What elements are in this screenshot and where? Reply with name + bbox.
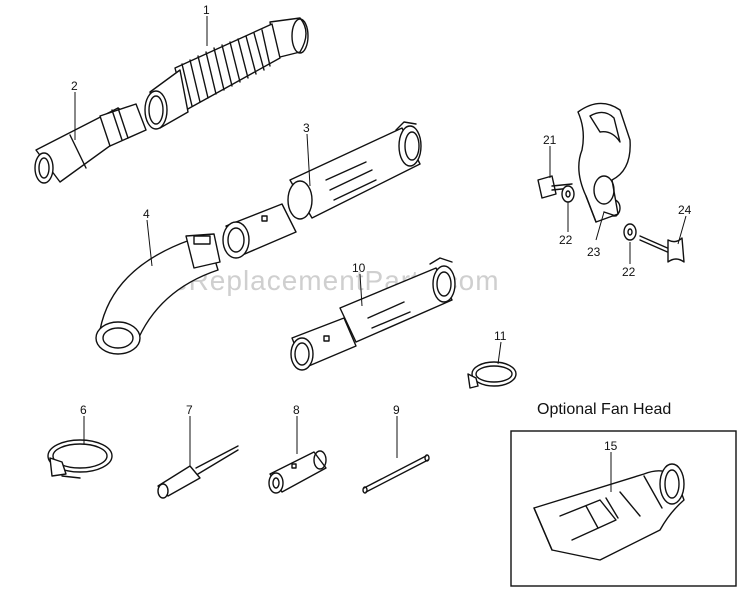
label-part-15: 15 — [604, 439, 618, 453]
part-6-hose-clamp[interactable] — [47, 439, 113, 479]
label-part-23: 23 — [587, 245, 601, 259]
part-3-straight-pipe[interactable] — [287, 121, 422, 220]
optional-fan-head-title: Optional Fan Head — [537, 401, 671, 418]
part-21-wing-bolt[interactable] — [537, 175, 573, 199]
label-part-8: 8 — [293, 403, 300, 417]
part-labels: 1 2 3 4 10 11 21 22 23 22 24 6 7 8 9 15 — [71, 3, 692, 453]
label-part-10: 10 — [352, 261, 366, 275]
part-1-flex-hose[interactable] — [144, 17, 309, 130]
part-24-wing-screw[interactable] — [639, 235, 685, 263]
optional-fan-head-box — [510, 430, 737, 587]
part-7-screwdriver[interactable] — [157, 445, 239, 499]
part-11-hose-clamp[interactable] — [467, 361, 517, 389]
label-part-24: 24 — [678, 203, 692, 217]
label-part-9: 9 — [393, 403, 400, 417]
label-part-6: 6 — [80, 403, 87, 417]
label-part-1: 1 — [203, 3, 210, 17]
part-2-nozzle-tube[interactable] — [34, 103, 147, 184]
label-part-7: 7 — [186, 403, 193, 417]
label-part-22c: 22 — [622, 265, 636, 279]
part-9-rod[interactable] — [362, 454, 430, 494]
label-part-21: 21 — [543, 133, 557, 147]
part-8-socket-wrench[interactable] — [268, 450, 327, 494]
label-part-3: 3 — [303, 121, 310, 135]
label-part-2: 2 — [71, 79, 78, 93]
label-part-22a: 22 — [559, 233, 573, 247]
part-15-fan-head[interactable] — [533, 463, 685, 561]
leader-lines — [74, 16, 687, 492]
label-part-11: 11 — [494, 329, 507, 343]
part-23-bracket[interactable] — [577, 102, 631, 223]
part-10-straight-pipe[interactable] — [290, 257, 456, 371]
part-4-elbow-pipe[interactable] — [95, 203, 297, 355]
label-part-4: 4 — [143, 207, 150, 221]
